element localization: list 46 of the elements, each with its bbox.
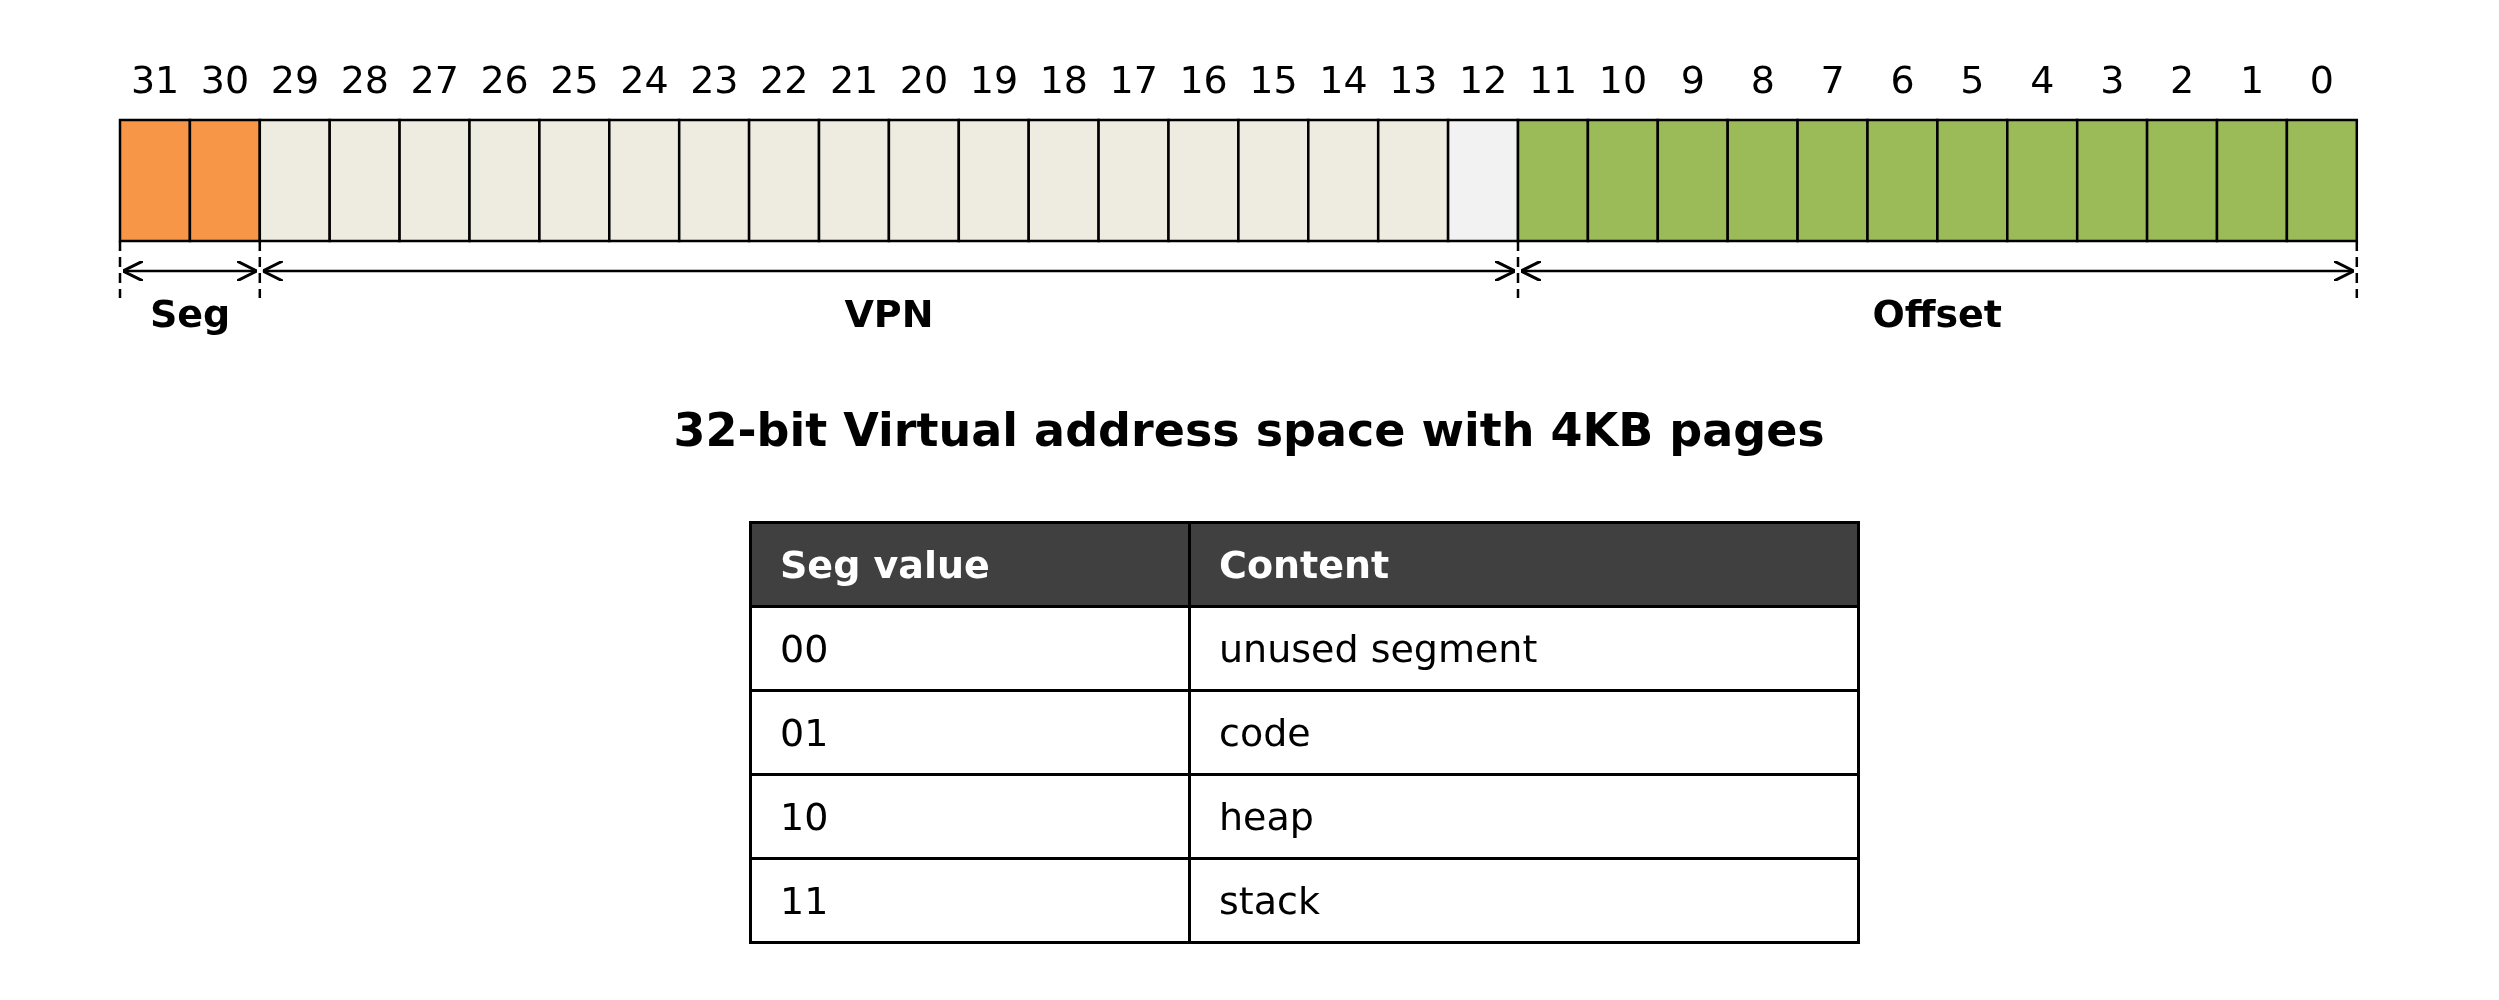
bit-number: 3 — [2100, 58, 2125, 102]
bit-number: 31 — [130, 58, 180, 102]
bit-number: 23 — [690, 58, 739, 102]
bit-number: 5 — [1960, 58, 1985, 102]
table-header: Seg value — [750, 522, 1190, 607]
bit-number: 15 — [1249, 58, 1298, 102]
bit-number: 26 — [480, 58, 529, 102]
field-name: VPN — [844, 292, 934, 336]
bit-number: 4 — [2030, 58, 2055, 102]
table-cell: heap — [1189, 774, 1859, 859]
table-cell: 10 — [750, 774, 1190, 859]
bit-number: 1 — [2239, 58, 2265, 102]
bit-number: 6 — [1890, 58, 1915, 102]
bit-number: 21 — [829, 58, 879, 102]
bit-number: 13 — [1389, 58, 1438, 102]
bit-number: 18 — [1039, 58, 1088, 102]
bit-number: 14 — [1319, 58, 1368, 102]
bit-number: 8 — [1750, 58, 1775, 102]
table-cell: unused segment — [1189, 606, 1859, 691]
bit-number: 12 — [1459, 58, 1508, 102]
field-name: Seg — [149, 292, 231, 336]
bit-number: 7 — [1820, 58, 1845, 102]
table-cell: stack — [1189, 858, 1859, 943]
bit-number: 0 — [2309, 58, 2335, 102]
bit-number: 28 — [340, 58, 389, 102]
field-name: Offset — [1872, 292, 2003, 336]
bit-number: 19 — [969, 58, 1019, 102]
bit-number: 17 — [1109, 58, 1158, 102]
bit-number: 11 — [1528, 58, 1578, 102]
table-cell: code — [1189, 690, 1859, 775]
bit-number: 25 — [550, 58, 599, 102]
bit-number: 29 — [270, 58, 320, 102]
bit-number: 16 — [1179, 58, 1228, 102]
bit-number: 24 — [620, 58, 669, 102]
bit-number: 9 — [1680, 58, 1705, 102]
bit-number: 10 — [1598, 58, 1648, 102]
bit-number: 22 — [760, 58, 809, 102]
table-header: Content — [1189, 522, 1859, 607]
bit-number: 27 — [410, 58, 459, 102]
bit-number: 30 — [200, 58, 250, 102]
table-cell: 00 — [750, 606, 1190, 691]
bit-number: 20 — [899, 58, 949, 102]
bit-number: 2 — [2170, 58, 2195, 102]
diagram-title: 32-bit Virtual address space with 4KB pages — [673, 403, 1825, 457]
table-cell: 11 — [750, 858, 1190, 943]
table-cell: 01 — [750, 690, 1190, 775]
